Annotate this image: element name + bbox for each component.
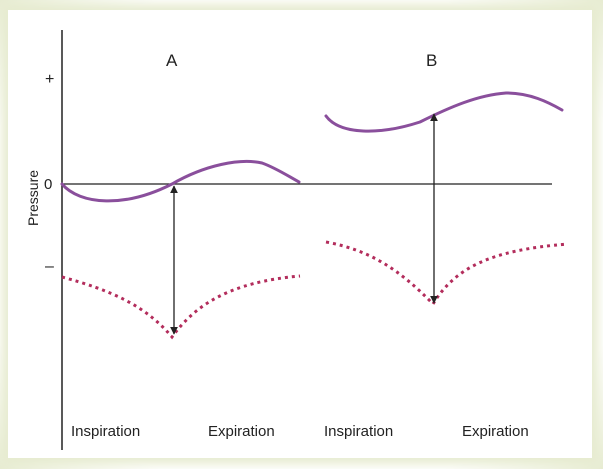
panel-b-dotted-curve [325, 240, 569, 307]
panel-b-pleural-curve [324, 91, 564, 133]
panel-b-label: B [426, 51, 437, 70]
panel-a-pleural-curve [60, 159, 301, 203]
figure-panel [8, 10, 592, 458]
panel-b-inspiration-label: Inspiration [324, 423, 393, 440]
tick-plus: + [45, 71, 54, 88]
tick-zero: 0 [44, 176, 52, 193]
y-axis-label: Pressure [25, 170, 41, 226]
panel-a-expiration-label: Expiration [208, 423, 275, 440]
panel-a-inspiration-label: Inspiration [71, 423, 140, 440]
panel-a-label: A [166, 51, 178, 70]
panel-b-expiration-label: Expiration [462, 423, 529, 440]
tick-minus: – [45, 258, 54, 275]
panel-a-dotted-curve [61, 274, 301, 340]
